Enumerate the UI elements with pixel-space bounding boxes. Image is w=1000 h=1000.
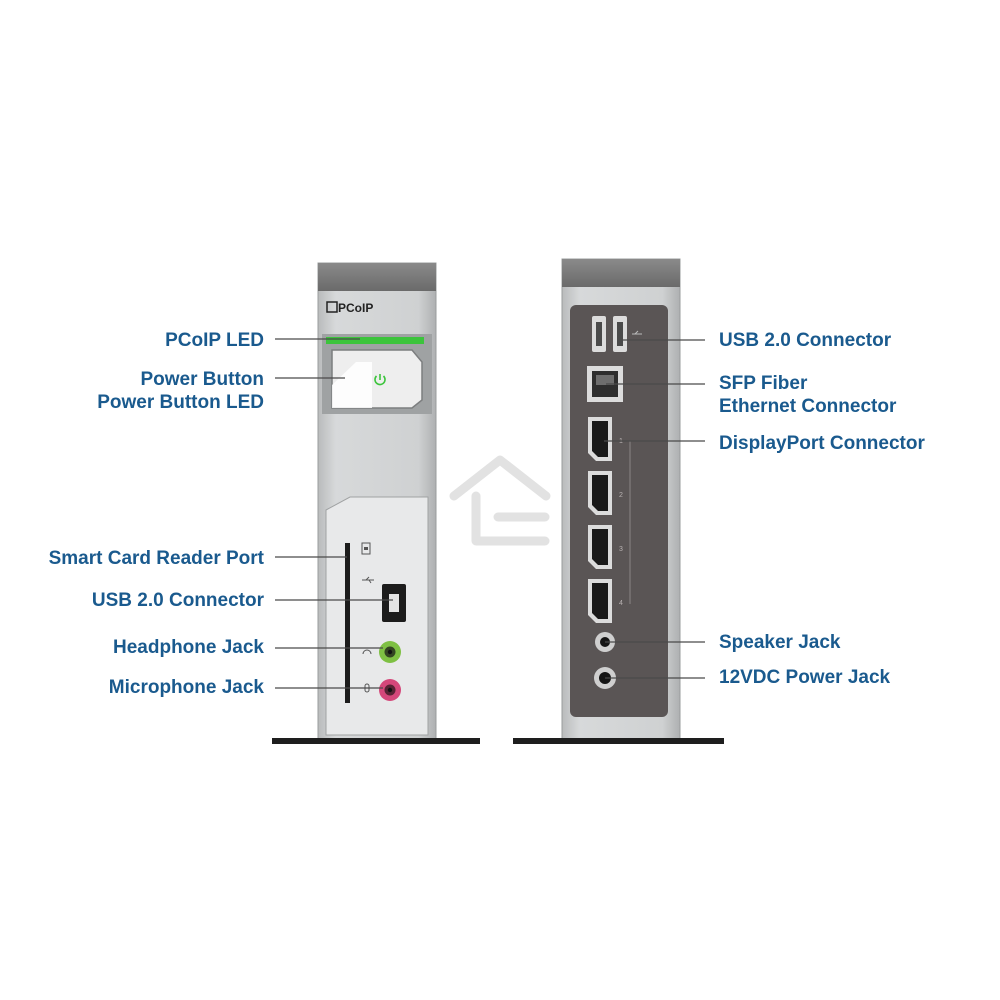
displayport-socket-1 (592, 421, 608, 457)
headphone-symbol-icon (362, 649, 372, 655)
label-speaker-jack: Speaker Jack (719, 632, 841, 653)
smart-card-icon (361, 542, 371, 555)
usb-symbol-icon (362, 576, 374, 584)
front-leader-lines (275, 338, 393, 689)
rear-leader-lines (604, 339, 705, 679)
label-front-usb: USB 2.0 Connector (91, 590, 264, 611)
label-pcoip-led: PCoIP LED (165, 330, 264, 351)
label-headphone-jack: Headphone Jack (113, 637, 264, 658)
rear-base (513, 738, 724, 744)
label-ethernet-connector: Ethernet Connector (719, 396, 897, 417)
displayport-socket-2 (592, 475, 608, 511)
label-power-button: Power Button (140, 369, 265, 390)
smart-card-slot[interactable] (345, 543, 350, 703)
front-top-cap (318, 263, 436, 291)
power-button-highlight (332, 362, 372, 408)
power-icon (374, 374, 386, 386)
label-smart-card-reader: Smart Card Reader Port (48, 548, 264, 569)
displayport-number-2: 2 (619, 492, 623, 499)
home-watermark-logo (449, 455, 551, 546)
rear-top-cap (562, 259, 680, 287)
label-power-button-led: Power Button LED (97, 392, 264, 413)
label-power-jack: 12VDC Power Jack (719, 667, 891, 688)
front-base (272, 738, 480, 744)
rear-usb-symbol-icon (632, 330, 642, 335)
pcoip-logo: PCoIP (326, 301, 373, 315)
displayport-socket-3 (592, 529, 608, 565)
rear-unit: 1234 (513, 258, 724, 744)
label-microphone-jack: Microphone Jack (108, 677, 264, 698)
displayport-socket-4 (592, 583, 608, 619)
rear-usb-ports (592, 316, 642, 352)
pcoip-led-bar (326, 337, 424, 344)
label-displayport: DisplayPort Connector (719, 433, 925, 454)
pcoip-logo-text: PCoIP (338, 301, 373, 315)
displayport-group (588, 417, 612, 623)
displayport-number-3: 3 (619, 546, 623, 553)
displayport-number-4: 4 (619, 600, 623, 607)
label-sfp-fiber: SFP Fiber (719, 373, 808, 394)
front-lower-bezel (325, 496, 429, 736)
front-unit: PCoIP (272, 262, 480, 744)
label-rear-usb: USB 2.0 Connector (719, 330, 892, 351)
